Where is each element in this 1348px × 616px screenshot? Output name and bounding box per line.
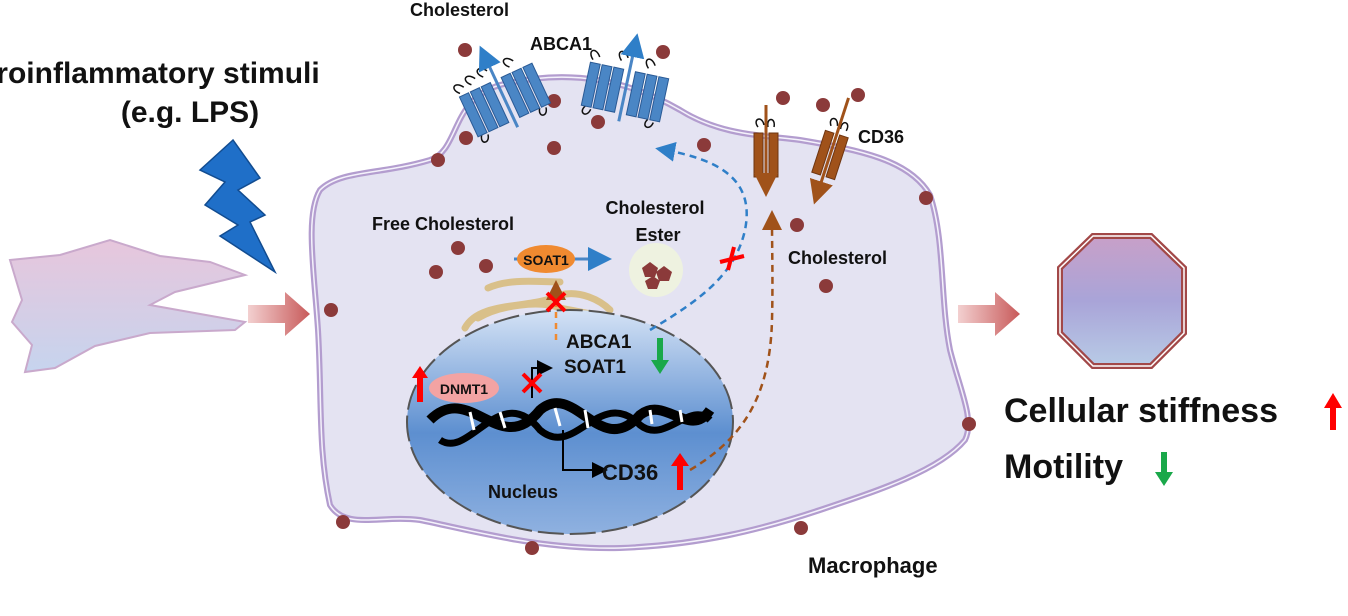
resting-macrophage-shape bbox=[8, 238, 249, 374]
stiff-cell-shape bbox=[1057, 233, 1187, 369]
dnmt1-protein bbox=[429, 373, 499, 403]
label-dnmt1: DNMT1 bbox=[440, 381, 488, 397]
motility-down-arrow-icon bbox=[1155, 452, 1173, 486]
label-cholesterol-ester-line1: Cholesterol bbox=[605, 198, 704, 218]
abca1-soat1-down-arrow-icon bbox=[651, 338, 669, 374]
abca1-transporter-right bbox=[580, 33, 670, 129]
cd36-transcription-arrow bbox=[562, 430, 608, 478]
dna-strand-2 bbox=[438, 409, 713, 447]
abca1-blocked-x-icon bbox=[719, 246, 745, 271]
cholesterol-ester-pentagons bbox=[642, 262, 672, 289]
cd36-up-arrow-icon bbox=[671, 453, 689, 490]
stiffness-up-arrow-icon bbox=[1324, 393, 1342, 430]
label-abca1-membrane: ABCA1 bbox=[530, 34, 592, 54]
dnmt1-up-arrow-icon bbox=[412, 366, 428, 402]
dna-base-pairs bbox=[468, 407, 684, 431]
label-nucleus: Nucleus bbox=[488, 482, 558, 502]
cd36-pathway-dashed bbox=[689, 210, 783, 472]
nucleus bbox=[406, 309, 734, 535]
dna-helix bbox=[426, 398, 715, 435]
abca1-pathway-dashed bbox=[649, 141, 748, 332]
cholesterol-dots bbox=[324, 43, 976, 555]
label-cd36-membrane: CD36 bbox=[858, 127, 904, 147]
cd36-receptor-left bbox=[753, 105, 779, 197]
promoter-arrow bbox=[531, 360, 553, 398]
transition-arrow-right bbox=[958, 292, 1020, 336]
label-abca1-gene: ABCA1 bbox=[566, 332, 632, 353]
outcome-stiffness: Cellular stiffness bbox=[1004, 392, 1278, 430]
lightning-bolt-icon bbox=[198, 138, 277, 275]
cd36-receptor-right bbox=[809, 97, 850, 205]
label-cholesterol-ester-line2: Ester bbox=[635, 225, 680, 245]
label-cholesterol-right: Cholesterol bbox=[788, 248, 887, 268]
stiff-cell-inner-line bbox=[1059, 235, 1185, 367]
stimulus-line1: Proinflammatory stimuli bbox=[0, 57, 320, 90]
soat1-enzyme bbox=[517, 245, 575, 273]
label-cd36-gene: CD36 bbox=[602, 460, 658, 485]
transition-arrow-left bbox=[248, 292, 310, 336]
label-soat1-enzyme: SOAT1 bbox=[523, 252, 569, 268]
soat1-blocked-x-icon bbox=[545, 291, 567, 313]
label-macrophage: Macrophage bbox=[808, 553, 938, 578]
label-cholesterol-top: Cholesterol bbox=[410, 0, 509, 20]
blocked-transcription-x-icon bbox=[521, 372, 543, 394]
abca1-transporter-left bbox=[453, 45, 552, 143]
label-soat1-gene: SOAT1 bbox=[564, 357, 626, 378]
outcome-motility: Motility bbox=[1004, 448, 1123, 486]
stimulus-line2: (e.g. LPS) bbox=[121, 96, 259, 129]
label-free-cholesterol: Free Cholesterol bbox=[372, 214, 514, 234]
